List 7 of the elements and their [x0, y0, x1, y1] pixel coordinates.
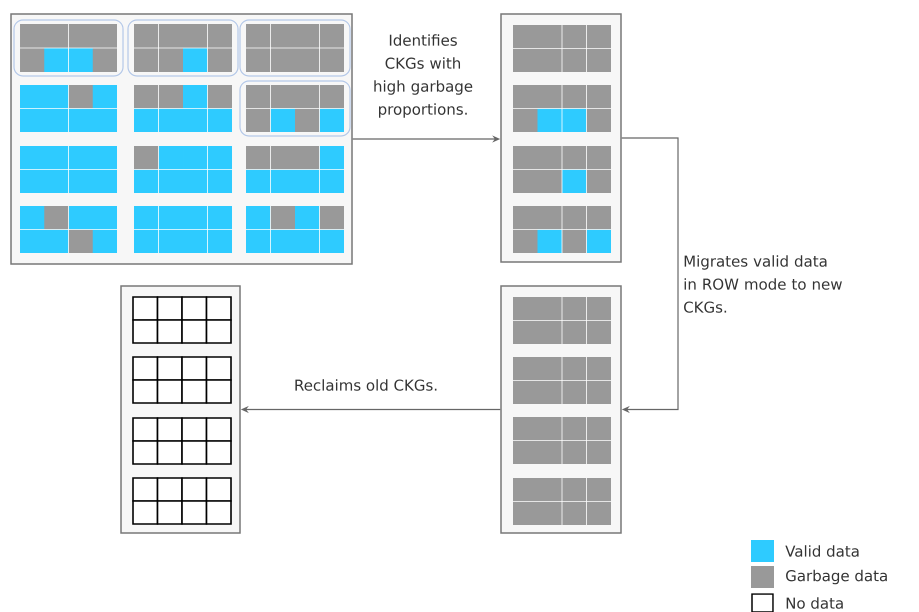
legend-label: Valid data [785, 545, 859, 557]
arrow [622, 137, 679, 414]
edge-label: Reclaims old CKGs. [295, 379, 436, 391]
legend-label: Garbage data [786, 570, 887, 584]
edge-label: Migrates valid data in ROW mode to new CKGs. [684, 255, 842, 313]
edge-label: Identifies CKGs with high garbage proportions. [374, 34, 472, 118]
legend-label: No data [786, 597, 843, 609]
